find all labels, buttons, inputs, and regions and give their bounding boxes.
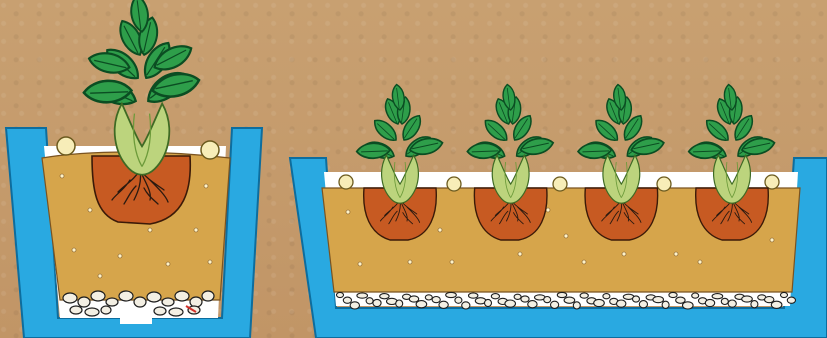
pebble	[683, 302, 694, 309]
pebble	[409, 296, 418, 302]
trough-planter-scene	[290, 85, 827, 338]
pebble	[425, 295, 432, 300]
fertilizer-pellet-icon	[201, 141, 219, 159]
pebble	[633, 296, 640, 302]
pebble	[491, 294, 499, 299]
pebble	[380, 294, 389, 299]
pebble	[662, 301, 669, 308]
pebble	[469, 293, 478, 298]
pebble	[514, 294, 521, 299]
pebble	[787, 297, 795, 303]
pebble	[373, 299, 381, 306]
pebble	[742, 296, 753, 302]
pebble	[396, 300, 403, 307]
pebble	[432, 297, 440, 303]
pebble	[350, 302, 359, 309]
pebble	[594, 299, 605, 306]
pebble	[528, 301, 537, 308]
pebble	[781, 292, 788, 297]
pebble	[705, 299, 714, 306]
pebble	[669, 292, 677, 297]
pebble	[455, 297, 462, 303]
fertilizer-pellet-icon	[57, 137, 75, 155]
pebble	[653, 297, 664, 303]
fertilizer-pellet-icon	[339, 175, 353, 189]
pebble	[573, 302, 580, 309]
pebble	[521, 296, 529, 302]
pebble	[676, 297, 685, 303]
pebble	[712, 294, 723, 299]
pebble	[416, 301, 427, 308]
pebble	[357, 293, 368, 298]
pebble	[580, 293, 588, 298]
pebble	[544, 297, 551, 303]
pebble	[366, 298, 373, 304]
pebble	[485, 299, 492, 306]
pebble	[505, 300, 516, 307]
pebble	[603, 294, 610, 299]
pebble	[639, 301, 647, 308]
drain-hole	[120, 314, 152, 324]
pebble	[551, 301, 559, 308]
pebble	[765, 297, 774, 303]
pebble	[771, 301, 782, 308]
fertilizer-pellet-icon	[447, 177, 461, 191]
fertilizer-pellet-icon	[765, 175, 779, 189]
pebble	[439, 301, 448, 308]
pebble	[617, 300, 626, 307]
pebble	[462, 302, 470, 309]
pebble	[564, 297, 575, 303]
pebble	[721, 298, 728, 304]
pebble	[692, 293, 699, 298]
pebble	[751, 301, 758, 308]
fertilizer-pellet-icon	[553, 177, 567, 191]
pebble	[446, 292, 457, 297]
single-pot-scene	[6, 0, 262, 338]
pebble	[557, 292, 566, 297]
fertilizer-pellet-icon	[657, 177, 671, 191]
pebble	[343, 297, 351, 303]
pebble	[337, 292, 344, 297]
pebble	[728, 300, 736, 307]
